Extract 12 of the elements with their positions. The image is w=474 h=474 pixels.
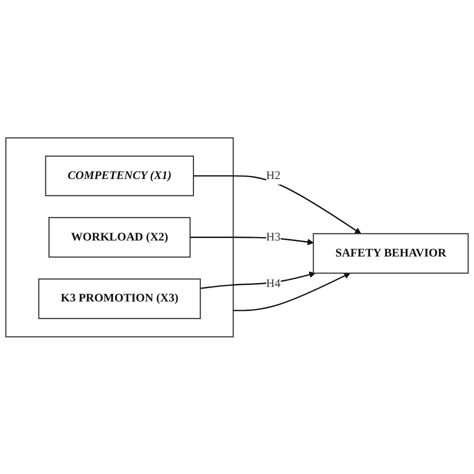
arrow (190, 236, 314, 245)
cluster (5, 136, 234, 338)
arrow (233, 272, 350, 311)
node-box: SAFETY BEHAVIOR (312, 232, 469, 274)
edge-label: H2 (266, 168, 280, 182)
edge-label: H4 (266, 277, 280, 290)
node-box: COMPETENCY (X1) (45, 155, 194, 196)
node-box: WORKLOAD (X2) (48, 216, 191, 258)
arrow (193, 174, 362, 234)
node-box: K3 PROMOTION (X3) (38, 278, 201, 319)
edge-label: H3 (266, 230, 280, 243)
arrow (200, 271, 316, 289)
